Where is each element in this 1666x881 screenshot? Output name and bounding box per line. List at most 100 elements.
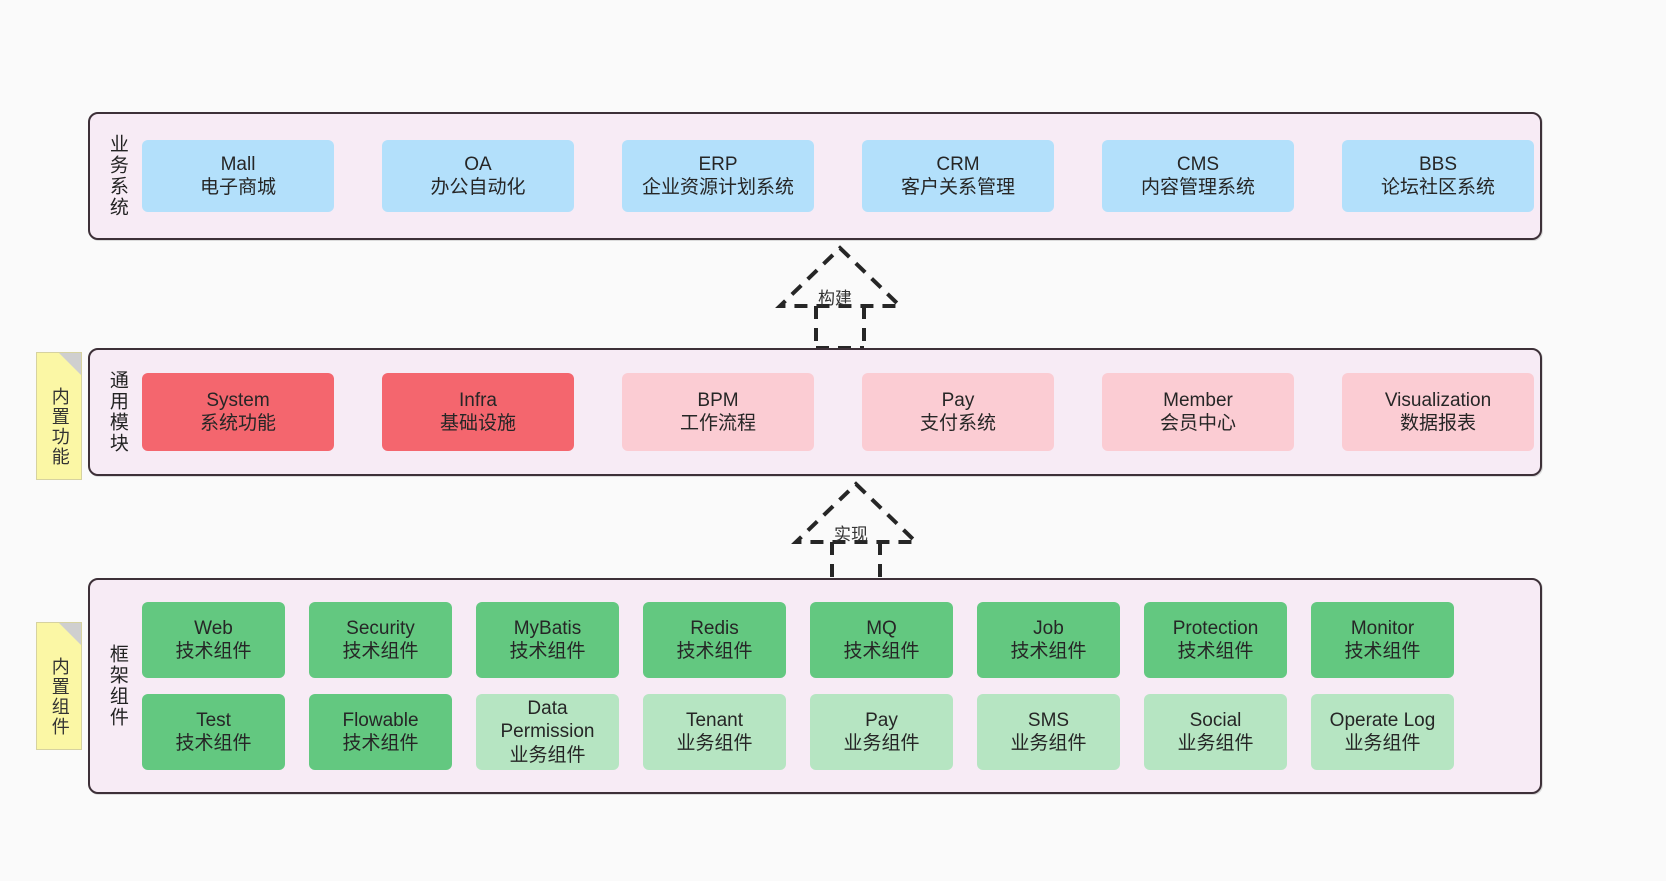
component-title-en: Web xyxy=(194,617,233,639)
component-box-flowable[interactable]: Flowable 技术组件 xyxy=(309,694,452,770)
component-box-monitor[interactable]: Monitor 技术组件 xyxy=(1311,602,1454,678)
module-box-infra[interactable]: Infra 基础设施 xyxy=(382,373,574,451)
module-title-cn: 工作流程 xyxy=(679,413,756,434)
module-box-cms[interactable]: CMS 内容管理系统 xyxy=(1102,140,1294,212)
module-title-en: Visualization xyxy=(1384,389,1492,411)
component-box-mq[interactable]: MQ 技术组件 xyxy=(810,602,953,678)
component-title-cn: 技术组件 xyxy=(509,641,586,662)
module-title-cn: 电子商城 xyxy=(199,177,276,198)
module-box-system[interactable]: System 系统功能 xyxy=(142,373,334,451)
component-box-operate-log[interactable]: Operate Log 业务组件 xyxy=(1311,694,1454,770)
module-title-cn: 数据报表 xyxy=(1399,413,1476,434)
module-title-cn: 系统功能 xyxy=(199,413,276,434)
component-title-cn: 技术组件 xyxy=(1177,641,1254,662)
component-title-cn: 业务组件 xyxy=(1010,733,1087,754)
module-title-en: Mall xyxy=(220,153,256,175)
component-box-job[interactable]: Job 技术组件 xyxy=(977,602,1120,678)
module-box-member[interactable]: Member 会员中心 xyxy=(1102,373,1294,451)
module-box-erp[interactable]: ERP 企业资源计划系统 xyxy=(622,140,814,212)
component-title-en: Test xyxy=(196,709,231,731)
connector-build-label: 构建 xyxy=(818,289,852,308)
component-title-en: Security xyxy=(346,617,415,639)
component-title-en: SMS xyxy=(1027,709,1070,731)
component-title-cn: 业务组件 xyxy=(1344,733,1421,754)
component-title-cn: 技术组件 xyxy=(1344,641,1421,662)
module-box-oa[interactable]: OA 办公自动化 xyxy=(382,140,574,212)
component-title-cn: 业务组件 xyxy=(1177,733,1254,754)
layer-row: Web 技术组件 Security 技术组件 MyBatis 技术组件 Redi… xyxy=(142,602,1526,678)
note-builtin-components[interactable]: 内置组件 xyxy=(36,622,82,750)
module-title-en: CMS xyxy=(1176,153,1220,175)
component-title-cn: 技术组件 xyxy=(676,641,753,662)
component-box-test[interactable]: Test 技术组件 xyxy=(142,694,285,770)
component-box-social[interactable]: Social 业务组件 xyxy=(1144,694,1287,770)
module-title-en: BPM xyxy=(697,389,739,411)
module-title-cn: 客户关系管理 xyxy=(900,177,1015,198)
note-builtin-functions-label: 内置功能 xyxy=(49,387,70,467)
component-title-cn: 技术组件 xyxy=(175,641,252,662)
layer-row: Mall 电子商城 OA 办公自动化 ERP 企业资源计划系统 CRM 客户关系… xyxy=(142,140,1534,212)
component-box-pay[interactable]: Pay 业务组件 xyxy=(810,694,953,770)
component-title-en: Monitor xyxy=(1350,617,1415,639)
module-box-mall[interactable]: Mall 电子商城 xyxy=(142,140,334,212)
module-title-en: CRM xyxy=(936,153,980,175)
note-builtin-components-label: 内置组件 xyxy=(49,657,70,737)
component-title-en: MyBatis xyxy=(513,617,582,639)
module-title-en: BBS xyxy=(1418,153,1458,175)
note-builtin-functions[interactable]: 内置功能 xyxy=(36,352,82,480)
module-title-cn: 论坛社区系统 xyxy=(1380,177,1495,198)
component-title-en: Social xyxy=(1189,709,1242,731)
layer-row: Test 技术组件 Flowable 技术组件 Data Permission … xyxy=(142,694,1526,770)
component-title-cn: 业务组件 xyxy=(843,733,920,754)
component-title-en: Pay xyxy=(865,709,898,731)
component-title-en: Data Permission xyxy=(500,698,595,743)
component-box-tenant[interactable]: Tenant 业务组件 xyxy=(643,694,786,770)
layer-business-systems[interactable]: 业务系统 Mall 电子商城 OA 办公自动化 ERP 企业资源计划系统 CRM… xyxy=(88,112,1542,240)
note-fold-icon xyxy=(59,623,81,645)
module-title-cn: 基础设施 xyxy=(439,413,516,434)
component-title-en: MQ xyxy=(866,617,897,639)
layer-body-common: System 系统功能 Infra 基础设施 BPM 工作流程 Pay 支付系统… xyxy=(138,350,1548,474)
component-title-cn: 技术组件 xyxy=(843,641,920,662)
connector-implement: 实现 xyxy=(760,476,956,586)
connector-build-icon xyxy=(775,245,905,350)
module-title-en: ERP xyxy=(698,153,738,175)
component-box-protection[interactable]: Protection 技术组件 xyxy=(1144,602,1287,678)
layer-common-modules[interactable]: 通用模块 System 系统功能 Infra 基础设施 BPM 工作流程 Pay… xyxy=(88,348,1542,476)
module-box-bbs[interactable]: BBS 论坛社区系统 xyxy=(1342,140,1534,212)
module-title-cn: 内容管理系统 xyxy=(1140,177,1255,198)
component-title-en: Operate Log xyxy=(1329,709,1436,731)
component-title-en: Flowable xyxy=(342,709,419,731)
component-box-data-permission[interactable]: Data Permission 业务组件 xyxy=(476,694,619,770)
layer-body-business: Mall 电子商城 OA 办公自动化 ERP 企业资源计划系统 CRM 客户关系… xyxy=(138,114,1548,238)
component-title-cn: 技术组件 xyxy=(342,641,419,662)
component-box-mybatis[interactable]: MyBatis 技术组件 xyxy=(476,602,619,678)
layer-title-common: 通用模块 xyxy=(106,370,128,454)
component-title-cn: 业务组件 xyxy=(676,733,753,754)
component-box-security[interactable]: Security 技术组件 xyxy=(309,602,452,678)
component-box-redis[interactable]: Redis 技术组件 xyxy=(643,602,786,678)
component-title-en: Job xyxy=(1033,617,1064,639)
layer-body-framework: Web 技术组件 Security 技术组件 MyBatis 技术组件 Redi… xyxy=(138,580,1540,792)
module-title-en: Infra xyxy=(458,389,498,411)
component-title-en: Redis xyxy=(690,617,739,639)
component-title-cn: 技术组件 xyxy=(1010,641,1087,662)
component-title-cn: 业务组件 xyxy=(509,744,586,766)
module-box-pay[interactable]: Pay 支付系统 xyxy=(862,373,1054,451)
layer-row: System 系统功能 Infra 基础设施 BPM 工作流程 Pay 支付系统… xyxy=(142,373,1534,451)
module-box-visualization[interactable]: Visualization 数据报表 xyxy=(1342,373,1534,451)
module-title-cn: 支付系统 xyxy=(919,413,996,434)
module-box-crm[interactable]: CRM 客户关系管理 xyxy=(862,140,1054,212)
component-box-sms[interactable]: SMS 业务组件 xyxy=(977,694,1120,770)
module-title-cn: 会员中心 xyxy=(1159,413,1236,434)
component-title-en: Protection xyxy=(1172,617,1259,639)
layer-framework-components[interactable]: 框架组件 Web 技术组件 Security 技术组件 MyBatis 技术组件… xyxy=(88,578,1542,794)
component-title-cn: 技术组件 xyxy=(175,733,252,754)
connector-build: 构建 xyxy=(744,240,940,350)
connector-implement-icon xyxy=(791,481,921,586)
component-box-web[interactable]: Web 技术组件 xyxy=(142,602,285,678)
module-box-bpm[interactable]: BPM 工作流程 xyxy=(622,373,814,451)
component-title-en: Tenant xyxy=(685,709,744,731)
module-title-cn: 办公自动化 xyxy=(430,177,526,198)
